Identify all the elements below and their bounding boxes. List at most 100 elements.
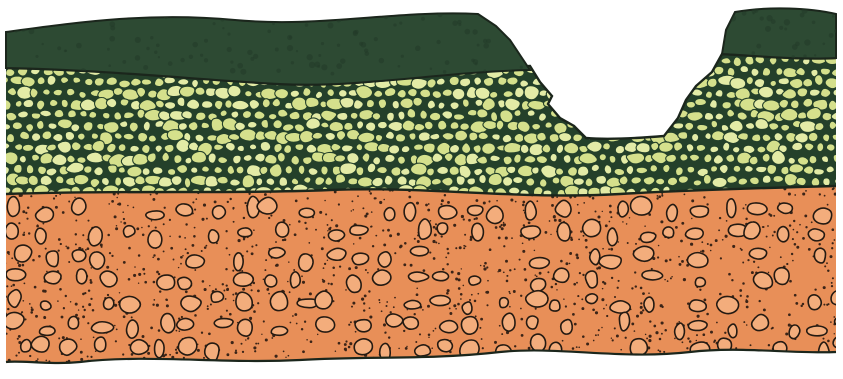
topsoil-grain	[564, 47, 569, 52]
gravel-speckle	[264, 193, 267, 196]
gravel-speckle	[586, 369, 588, 371]
gravel-speckle	[283, 219, 286, 222]
gravel-speckle	[659, 350, 661, 352]
gravel-speckle	[348, 346, 351, 349]
gravel-speckle	[326, 367, 328, 369]
gravel-speckle	[324, 200, 326, 202]
subsoil-pebble	[757, 146, 766, 153]
gravel-speckle	[831, 285, 833, 287]
subsoil-pebble	[839, 164, 843, 172]
subsoil-pebble	[582, 87, 597, 97]
subsoil-pebble	[308, 168, 318, 176]
gravel-speckle	[175, 368, 177, 370]
subsoil-pebble	[1, 124, 10, 130]
subsoil-pebble	[292, 97, 308, 111]
gravel-speckle	[7, 308, 9, 310]
topsoil-grain	[275, 48, 279, 52]
subsoil-pebble	[154, 78, 163, 87]
subsoil-pebble	[167, 169, 175, 176]
gravel-speckle	[304, 365, 307, 368]
gravel-speckle	[504, 360, 507, 363]
gravel-speckle	[115, 227, 118, 230]
gravel-speckle	[222, 283, 224, 285]
gravel-speckle	[141, 227, 143, 229]
subsoil-pebble	[832, 134, 840, 140]
subsoil-pebble	[566, 54, 576, 63]
gravel-speckle	[3, 367, 5, 369]
gravel-speckle	[37, 358, 39, 360]
subsoil-pebble	[237, 145, 244, 151]
gravel-speckle	[350, 321, 352, 323]
gravel-speckle	[18, 264, 21, 267]
topsoil-grain	[32, 12, 34, 14]
gravel-speckle	[435, 328, 437, 330]
gravel-pebble	[146, 211, 164, 220]
topsoil-grain	[230, 68, 236, 74]
gravel-speckle	[62, 211, 65, 214]
topsoil-grain	[475, 62, 478, 65]
subsoil-pebble	[392, 100, 399, 108]
topsoil-grain	[401, 55, 404, 58]
gravel-speckle	[549, 220, 551, 222]
subsoil-pebble	[524, 86, 539, 100]
subsoil-pebble	[814, 169, 825, 176]
gravel-speckle	[115, 340, 117, 342]
subsoil-pebble	[520, 144, 529, 153]
subsoil-pebble	[73, 77, 81, 83]
subsoil-pebble	[321, 166, 328, 175]
gravel-speckle	[367, 272, 369, 274]
gravel-speckle	[521, 334, 524, 337]
subsoil-pebble	[602, 100, 616, 110]
gravel-speckle	[403, 263, 406, 266]
subsoil-pebble	[651, 142, 659, 150]
gravel-speckle	[386, 301, 388, 303]
gravel-speckle	[606, 304, 608, 306]
gravel-pebble	[104, 297, 114, 309]
subsoil-pebble	[804, 143, 814, 151]
gravel-pebble	[690, 342, 710, 355]
gravel-speckle	[671, 276, 672, 277]
subsoil-pebble	[205, 176, 218, 187]
gravel-speckle	[302, 350, 305, 353]
gravel-speckle	[410, 264, 413, 267]
gravel-speckle	[503, 223, 506, 226]
gravel-speckle	[379, 302, 381, 304]
subsoil-pebble	[544, 78, 553, 87]
subsoil-pebble	[831, 69, 842, 77]
subsoil-pebble	[289, 111, 300, 119]
subsoil-pebble	[673, 58, 685, 65]
gravel-pebble	[789, 325, 800, 339]
gravel-speckle	[535, 308, 537, 310]
gravel-speckle	[570, 369, 572, 371]
gravel-speckle	[575, 254, 578, 257]
subsoil-pebble	[599, 154, 606, 161]
subsoil-pebble	[460, 123, 470, 130]
gravel-pebble	[176, 204, 193, 216]
subsoil-pebble	[18, 111, 29, 118]
gravel-speckle	[142, 335, 145, 338]
gravel-pebble	[630, 196, 651, 215]
topsoil-grain	[472, 29, 477, 34]
gravel-speckle	[88, 220, 90, 222]
subsoil-pebble	[228, 85, 241, 97]
gravel-speckle	[757, 266, 759, 268]
subsoil-pebble	[106, 98, 116, 107]
gravel-speckle	[745, 300, 748, 303]
subsoil-pebble	[347, 153, 359, 164]
gravel-speckle	[725, 357, 727, 359]
gravel-speckle	[601, 298, 604, 301]
subsoil-pebble	[539, 179, 547, 188]
gravel-speckle	[827, 269, 829, 271]
topsoil-grain	[537, 59, 542, 64]
gravel-speckle	[176, 330, 178, 332]
subsoil-pebble	[385, 154, 395, 162]
gravel-speckle	[53, 197, 55, 199]
topsoil-grain	[452, 21, 457, 26]
gravel-speckle	[332, 266, 335, 269]
subsoil-pebble	[752, 134, 761, 142]
subsoil-pebble	[660, 97, 676, 109]
subsoil-pebble	[833, 154, 840, 162]
gravel-speckle	[254, 350, 256, 352]
topsoil-grain	[272, 22, 275, 25]
topsoil-grain	[430, 67, 433, 70]
